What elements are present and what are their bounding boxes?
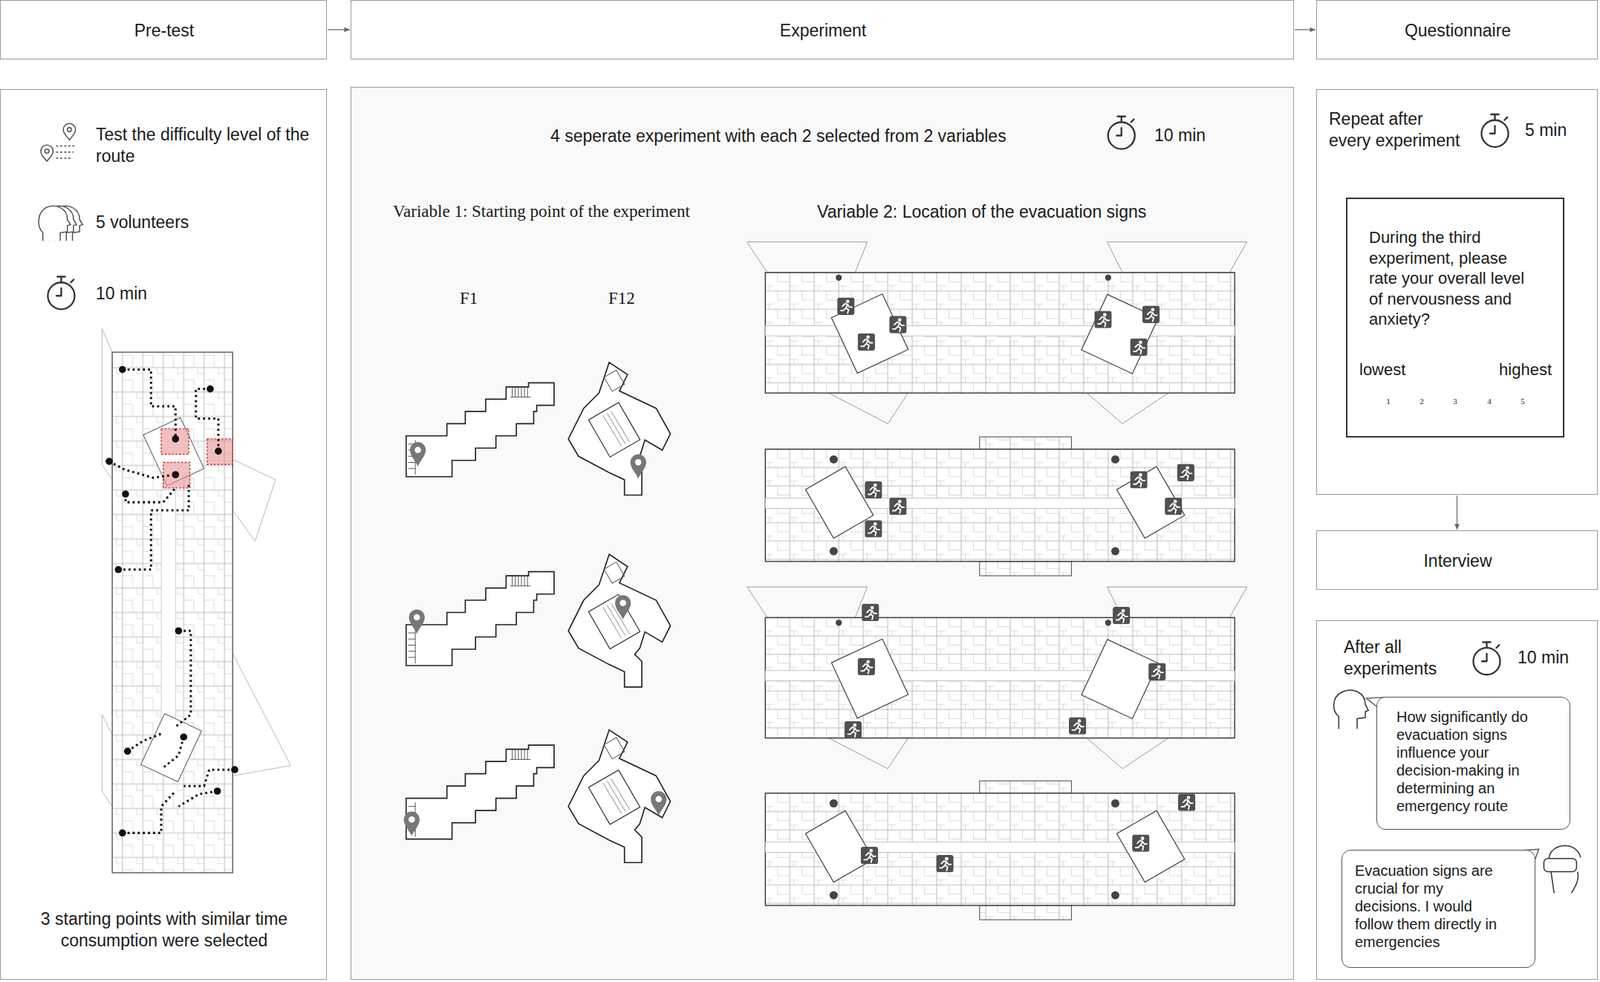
pretest-floor-plan <box>101 328 291 873</box>
node-text: lowest <box>1359 359 1434 381</box>
node-text: During the third experiment, please rate… <box>1368 227 1533 330</box>
question-card: During the third experiment, please rate… <box>1345 197 1565 438</box>
node-text: Repeat after every experiment <box>1328 108 1467 152</box>
vr-person-icon <box>1543 845 1580 893</box>
node-title: Pre-test <box>6 20 322 42</box>
stopwatch-icon <box>1481 114 1508 148</box>
node-title: Questionnaire <box>1322 20 1593 42</box>
node-text: 2 <box>1414 396 1430 408</box>
stage-panel: 4 seperate experiment with each 2 select… <box>350 86 1294 980</box>
node-text: 5 <box>1515 396 1531 408</box>
stage-panel: Repeat after every experiment 5 minDuring… <box>1316 89 1598 495</box>
stopwatch-icon <box>1472 641 1500 675</box>
speech-bubble: Evacuation signs are crucial for my deci… <box>1341 849 1536 968</box>
stage-panel: Test the difficulty level of the route 5 … <box>0 89 327 980</box>
node-text: Variable 1: Starting point of the experi… <box>392 201 780 223</box>
speech-bubble: How significantly do evacuation signs in… <box>1376 696 1571 830</box>
stage-header: Experiment <box>350 0 1294 60</box>
node-text: 5 min <box>1524 119 1592 142</box>
panel-ground <box>351 86 1294 980</box>
person-icon <box>1334 690 1369 729</box>
node-text: Evacuation signs are crucial for my deci… <box>1354 861 1508 951</box>
node-text: 10 min <box>95 283 245 305</box>
node-title: Experiment <box>357 20 1289 42</box>
node-text: Test the difficulty level of the route <box>95 124 319 168</box>
node-text: 4 <box>1481 396 1497 408</box>
node-text: highest <box>1462 359 1552 381</box>
stage-header: Questionnaire <box>1316 0 1598 60</box>
node-text: 10 min <box>1517 646 1592 669</box>
node-text: How significantly do evacuation signs in… <box>1396 707 1549 815</box>
node-text: 3 starting points with similar time cons… <box>15 908 313 952</box>
process-box: Interview <box>1316 530 1598 590</box>
flow-arrow <box>1456 495 1458 530</box>
stopwatch-icon <box>1108 116 1136 150</box>
node-text: 3 <box>1447 396 1463 408</box>
node-text: 1 <box>1380 396 1396 408</box>
node-text: 10 min <box>1154 124 1266 147</box>
stopwatch-icon <box>47 276 75 310</box>
route-icon <box>40 123 76 162</box>
starting-point-plans <box>404 362 671 863</box>
node-text: 4 seperate experiment with each 2 select… <box>550 125 1086 148</box>
node-text: 5 volunteers <box>95 211 304 234</box>
node-text: F12 <box>608 288 661 310</box>
node-text: F1 <box>459 288 505 310</box>
stage-panel: After all experiments 10 minHow significa… <box>1316 620 1598 980</box>
stage-header: Pre-test <box>0 0 327 60</box>
people-icon <box>38 205 83 241</box>
evacuation-sign-plans <box>747 242 1248 920</box>
node-text: After all experiments <box>1343 636 1471 680</box>
node-title: Interview <box>1322 550 1593 572</box>
flow-arrow <box>327 28 350 30</box>
flow-arrow <box>1294 28 1316 30</box>
node-text: Variable 2: Location of the evacuation s… <box>817 201 1234 223</box>
